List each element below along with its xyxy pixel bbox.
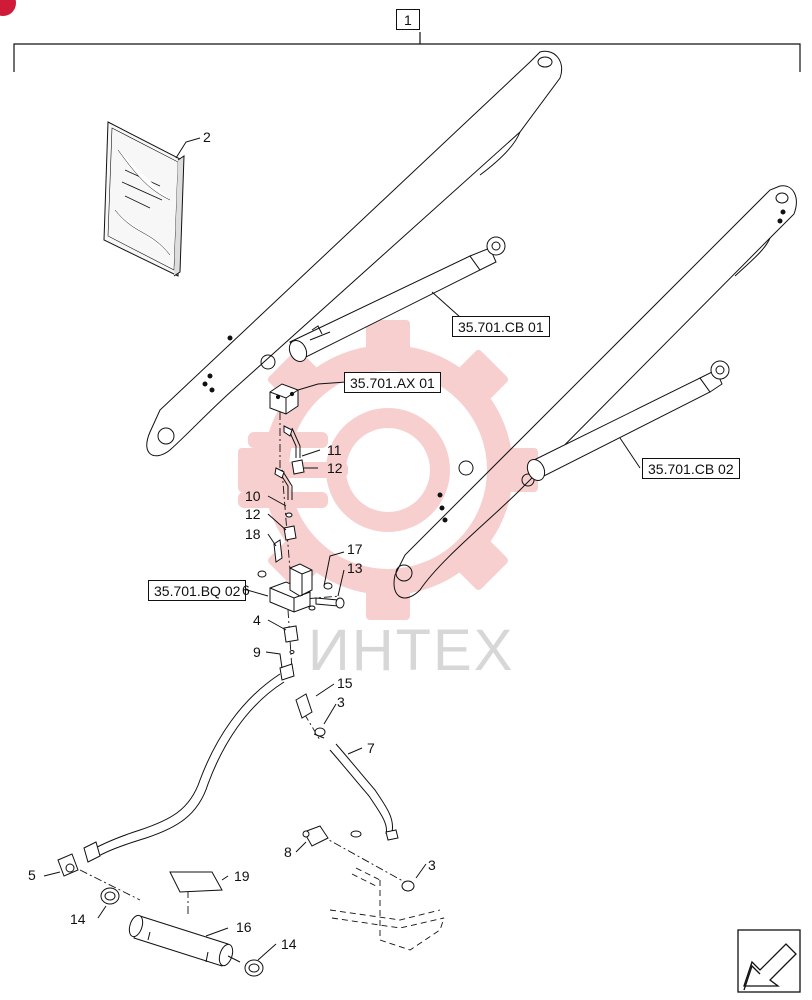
callout-number: 19: [234, 868, 250, 884]
assembly-label: 1: [396, 9, 420, 30]
callout-number: 4: [253, 612, 261, 628]
callout-number: 16: [236, 919, 252, 935]
reference-box[interactable]: 35.701.AX 01: [344, 372, 441, 393]
callout-number: 14: [281, 936, 297, 952]
callout-number: 14: [70, 911, 86, 927]
watermark-text: ИНТЕХ: [308, 618, 515, 683]
watermark-gear: [238, 320, 538, 620]
hydraulic-tubes: [274, 425, 301, 500]
reference-box[interactable]: 35.701.BQ 02: [148, 580, 247, 601]
coupler-8: [302, 825, 362, 847]
hose-7: [329, 743, 399, 841]
hydraulic-cylinder-left: [288, 236, 506, 363]
clamp-14: [100, 887, 264, 977]
loader-arm-left: [146, 50, 563, 457]
hose-long: [83, 673, 285, 863]
callout-number: 15: [337, 675, 353, 691]
assembly-bracket: [13, 32, 801, 72]
hydraulic-cylinder-right: [526, 360, 730, 482]
callout-number: 6: [242, 582, 250, 598]
callout-number: 7: [367, 740, 375, 756]
clamp-3-top: [313, 727, 326, 739]
clamp-3-bottom: [401, 880, 415, 892]
fitting-5: [57, 853, 79, 877]
loader-arm-right: [393, 185, 797, 599]
callout-number: 5: [28, 867, 36, 883]
decal-19: [169, 871, 223, 893]
callout-number: 12: [245, 506, 261, 522]
manual-book-icon: [103, 121, 185, 277]
callout-number: 12: [327, 460, 343, 476]
callout-number: 17: [347, 541, 363, 557]
bolt-13: [308, 582, 345, 611]
callout-number: 18: [245, 526, 261, 542]
corner-badge: [0, 0, 16, 16]
fitting-4: [283, 625, 299, 654]
callout-number: 2: [203, 129, 211, 145]
leader-lines: [43, 137, 641, 961]
valve-block: [269, 383, 299, 415]
fitting-12: [283, 459, 305, 541]
fitting-15: [295, 693, 313, 719]
callout-number: 9: [253, 644, 261, 660]
next-page-arrow-icon[interactable]: [737, 929, 801, 993]
callout-number: 3: [428, 857, 436, 873]
callout-number: 8: [284, 844, 292, 860]
tube-bottom: [329, 867, 445, 951]
callout-number: 10: [245, 488, 261, 504]
callout-number: 3: [337, 694, 345, 710]
callout-number: 11: [327, 442, 342, 458]
valve-6: [269, 563, 313, 613]
reference-box[interactable]: 35.701.CB 02: [642, 458, 740, 479]
reference-box[interactable]: 35.701.CB 01: [452, 316, 550, 337]
callout-number: 13: [347, 560, 363, 576]
filter-cylinder-16: [128, 914, 241, 967]
fitting-9: [279, 663, 295, 681]
